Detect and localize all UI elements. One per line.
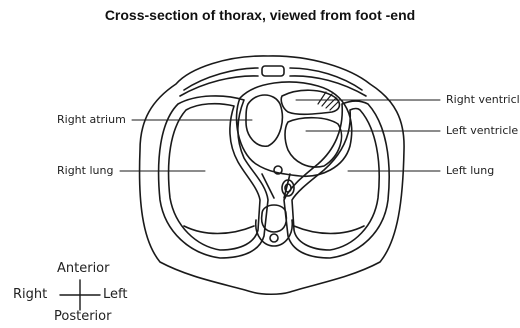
orientation-anterior: Anterior	[57, 261, 109, 276]
sternum	[262, 66, 284, 76]
orientation-right: Right	[13, 287, 47, 302]
label-right-ventricle: Right ventricle	[446, 93, 520, 106]
label-right-atrium: Right atrium	[57, 113, 126, 126]
body-outline	[140, 56, 405, 294]
left-lung-inner	[292, 109, 379, 251]
orientation-posterior: Posterior	[54, 309, 111, 324]
spinal-canal	[270, 234, 278, 242]
label-right-lung: Right lung	[57, 164, 113, 177]
rib-posterior-left	[294, 226, 364, 234]
orientation-left: Left	[103, 287, 127, 302]
label-left-lung: Left lung	[446, 164, 494, 177]
right-ventricle-chamber	[281, 90, 339, 114]
right-atrium-chamber	[246, 95, 282, 146]
rib-anterior-right	[184, 68, 258, 90]
label-left-ventricle: Left ventricle	[446, 124, 518, 137]
left-lung-outer	[284, 101, 389, 258]
rib-posterior-right	[184, 226, 254, 234]
